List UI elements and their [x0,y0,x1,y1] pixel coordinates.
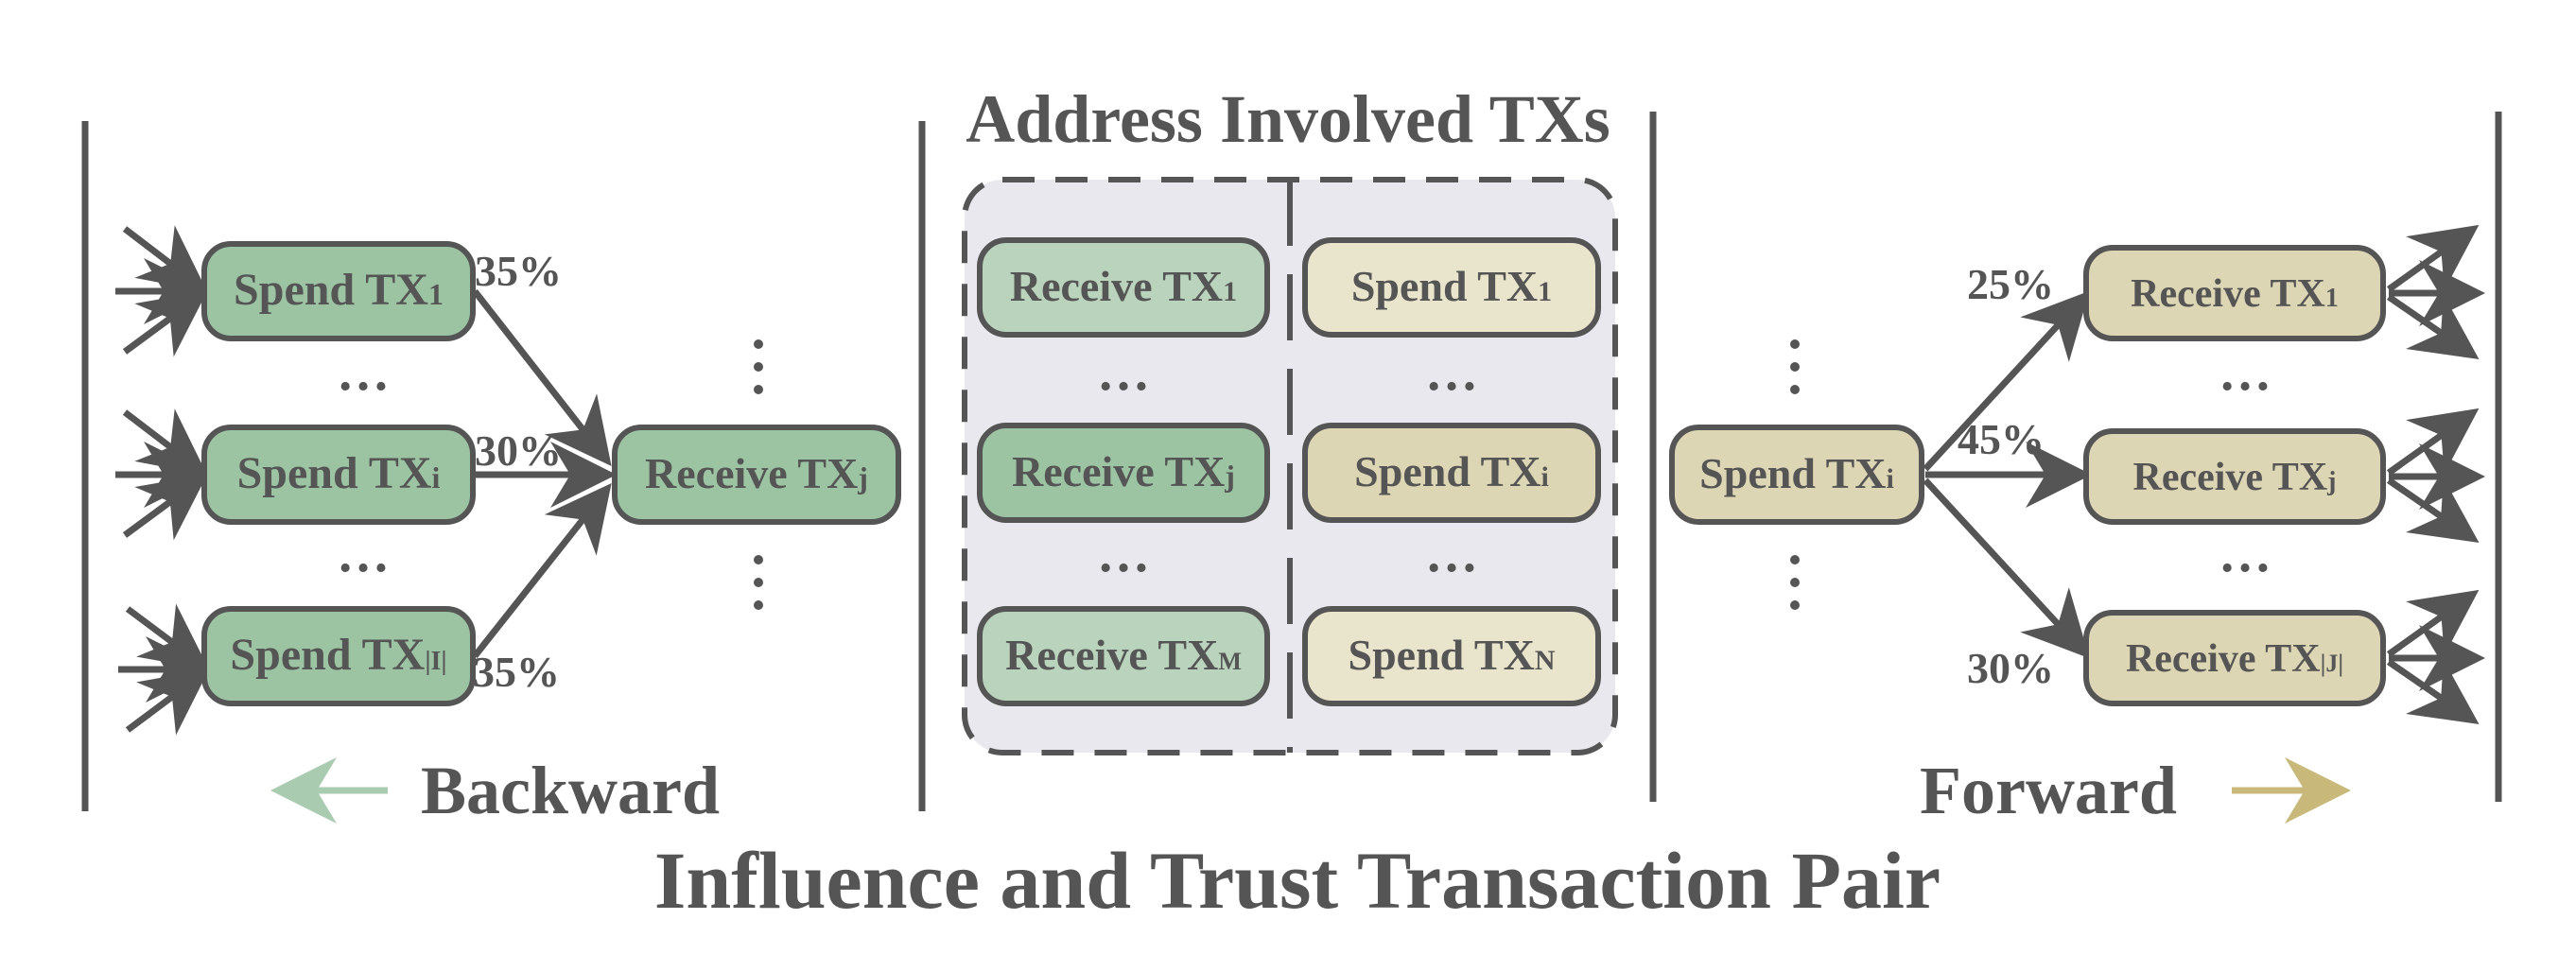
node-label: Spend TX [1349,631,1535,679]
backward-node-receive-j: Receive TXj [612,425,901,525]
outgoing-arrows-1 [2386,224,2485,359]
forward-pct-1: 25% [1967,260,2054,308]
forward-label: Forward [1920,753,2177,828]
node-label: Receive TX [1010,262,1223,310]
node-label: Receive TX [1012,447,1225,495]
node-subscript: i [432,460,441,495]
forward-node-receive-J: Receive TX|J| [2083,610,2386,706]
svg-text:Spend TXi: Spend TXi [237,448,441,498]
node-subscript: |J| [2321,650,2343,677]
center-receive-ellipsis-2: … [1097,525,1150,583]
backward-ellipsis-1: … [337,343,390,402]
node-label: Receive TX [1005,631,1218,679]
forward-ellipsis-2: … [2219,525,2271,583]
node-subscript: 1 [1538,276,1552,307]
forward-vertical-ellipsis-top [1790,339,1800,394]
forward-vertical-ellipsis-bottom [1790,555,1800,610]
backward-node-spend-I: Spend TX|I| [201,606,476,706]
backward-vertical-ellipsis-bottom [754,555,763,610]
backward-pct-I: 35% [473,648,560,696]
svg-text:Receive TXj: Receive TXj [1012,447,1235,495]
node-label: Spend TX [230,630,425,680]
center-node-spend-i: Spend TXi [1302,423,1601,523]
backward-section: Spend TX1 Spend TXi Spend TX|I| … … 35% … [115,225,901,828]
node-subscript: j [2326,467,2336,496]
svg-text:Spend TX1: Spend TX1 [234,265,444,315]
backward-ellipsis-2: … [337,525,390,583]
node-subscript: 1 [428,277,444,311]
backward-node-spend-i: Spend TXi [201,425,476,525]
svg-text:Receive TXM: Receive TXM [1005,631,1242,679]
node-subscript: 1 [1223,276,1237,307]
incoming-arrows-i [115,408,210,541]
node-label: Spend TX [234,265,428,315]
center-spend-ellipsis-1: … [1425,343,1478,402]
svg-text:Spend TX|I|: Spend TX|I| [230,630,446,680]
node-subscript: j [857,460,868,495]
incoming-arrows-I [118,603,212,736]
center-node-receive-M: Receive TXM [977,606,1270,706]
center-title: Address Involved TXs [966,81,1610,157]
svg-text:Spend TXN: Spend TXN [1349,631,1556,679]
forward-node-receive-1: Receive TX1 [2083,245,2386,341]
forward-diverging-arrows [1923,290,2092,659]
svg-text:Spend TXi: Spend TXi [1699,449,1894,497]
incoming-arrows-1 [115,225,210,357]
center-node-receive-j: Receive TXj [977,423,1270,523]
backward-vertical-ellipsis-top [754,339,763,394]
svg-text:Receive TXj: Receive TXj [2133,456,2337,499]
backward-pct-i: 30% [475,426,562,475]
outgoing-arrows-J [2386,589,2485,724]
svg-text:Receive TX1: Receive TX1 [1010,262,1237,310]
svg-text:Receive TX|J|: Receive TX|J| [2126,637,2343,681]
node-label: Spend TX [237,448,432,498]
node-label: Receive TX [2131,272,2325,316]
svg-text:Spend TXi: Spend TXi [1354,447,1549,495]
node-subscript: j [1224,459,1235,493]
svg-text:Receive TX1: Receive TX1 [2131,272,2339,316]
node-subscript: i [1886,463,1893,495]
node-label: Spend TX [1699,449,1886,497]
forward-section: Spend TXi 25% 45% 30% Receive TX1 Receiv… [1669,224,2485,828]
outgoing-arrows-j [2386,408,2485,543]
center-section: Address Involved TXs Receive TX1 Receive… [962,81,1618,755]
center-node-spend-N: Spend TXN [1302,606,1601,706]
center-node-receive-1: Receive TX1 [977,237,1270,338]
backward-converging-arrows [472,288,617,659]
svg-text:Receive TXj: Receive TXj [645,449,868,497]
node-subscript: N [1535,645,1556,676]
node-subscript: M [1218,648,1242,675]
forward-pct-J: 30% [1967,644,2054,692]
center-spend-ellipsis-2: … [1425,525,1478,583]
node-subscript: i [1540,461,1548,493]
svg-text:Spend TX1: Spend TX1 [1351,262,1552,310]
forward-pct-j: 45% [1958,415,2045,463]
center-receive-ellipsis-1: … [1097,343,1150,402]
node-subscript: 1 [2325,284,2339,313]
node-label: Receive TX [645,449,858,497]
node-subscript: |I| [425,647,446,676]
forward-node-receive-j: Receive TXj [2083,428,2386,525]
node-label: Receive TX [2126,637,2321,681]
backward-label: Backward [421,753,720,828]
node-label: Receive TX [2133,456,2328,499]
backward-pct-1: 35% [475,247,562,295]
forward-node-spend-i: Spend TXi [1669,425,1924,525]
center-node-spend-1: Spend TX1 [1302,237,1601,338]
node-label: Spend TX [1354,447,1540,495]
diagram-title: Influence and Trust Transaction Pair [654,835,1941,926]
forward-ellipsis-1: … [2219,343,2271,402]
backward-node-spend-1: Spend TX1 [201,241,476,341]
node-label: Spend TX [1351,262,1538,310]
